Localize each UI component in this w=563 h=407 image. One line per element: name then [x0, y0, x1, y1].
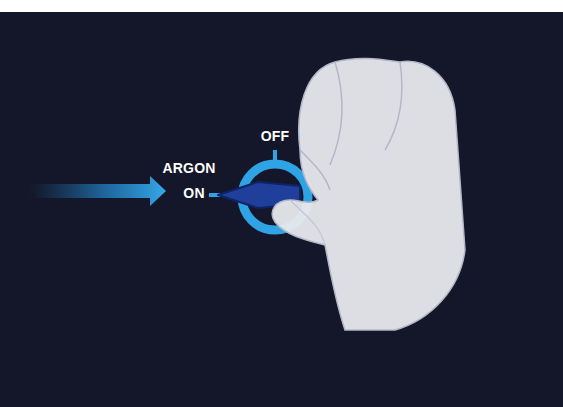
dark-ground	[0, 12, 563, 407]
label-holder: ON	[183, 186, 204, 200]
finger-line	[330, 62, 342, 165]
switch-label: ARGON	[162, 161, 215, 175]
label-holder: ARGON	[162, 161, 215, 175]
label-holder: OFF	[261, 129, 290, 143]
switch-label: OFF	[261, 129, 290, 143]
thumb-line	[290, 200, 325, 245]
finger-line	[300, 150, 330, 190]
flow-arrow	[30, 176, 166, 206]
hand-outline	[272, 58, 465, 330]
finger-line	[385, 62, 402, 150]
hand	[272, 58, 465, 330]
switch-label: ON	[183, 186, 204, 200]
